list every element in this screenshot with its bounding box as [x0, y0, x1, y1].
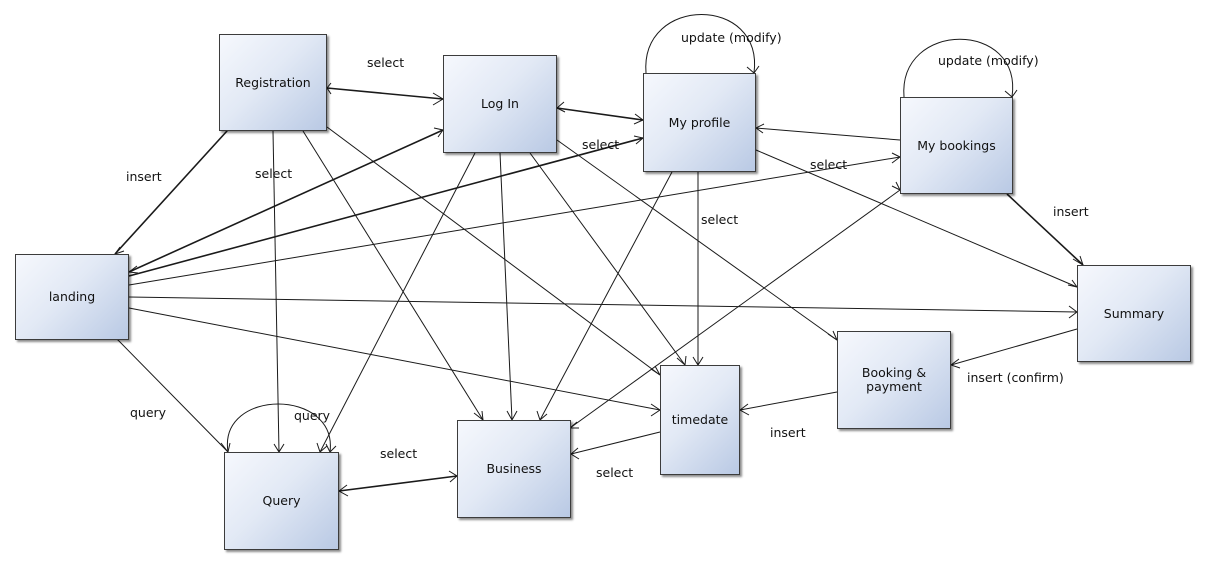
connector-landing-summary — [128, 296, 1078, 313]
connector-landing-bookings — [128, 156, 901, 286]
connector-landing-profile — [128, 137, 644, 277]
relationship-label: select — [367, 55, 405, 70]
self-loop-profile — [645, 14, 755, 74]
connector-landing-query — [117, 339, 229, 453]
connector-summary-booking — [950, 328, 1078, 366]
entity-label: Registration — [235, 74, 311, 90]
connector-booking-timedate — [739, 391, 838, 411]
relationship-label: insert — [770, 425, 806, 440]
entity-label: Summary — [1103, 305, 1165, 321]
relationship-label: insert — [1053, 204, 1089, 219]
connector-registration-login — [326, 87, 444, 100]
entity-login[interactable]: Log In — [443, 55, 557, 153]
relationship-label: query — [130, 405, 167, 420]
connector-registration-query — [272, 130, 280, 453]
entity-label: timedate — [671, 412, 729, 427]
entity-label: Query — [262, 493, 301, 508]
relationship-label: insert (confirm) — [967, 370, 1064, 385]
connector-profile-bookings — [755, 127, 901, 141]
entity-my-profile[interactable]: My profile — [643, 73, 756, 172]
self-loop-query — [227, 403, 331, 453]
connector-login-query — [319, 152, 476, 453]
relationship-label: select — [810, 157, 848, 172]
relationship-label: select — [596, 465, 634, 480]
relationship-label: select — [701, 212, 739, 227]
connector-landing-timedate — [128, 307, 661, 411]
connector-landing-login — [128, 129, 444, 273]
connector-registration-business — [302, 130, 484, 421]
entity-label: landing — [48, 289, 96, 304]
connector-bookings-summary — [1006, 193, 1084, 266]
connector-login-booking — [556, 139, 838, 341]
connector-bookings-business — [569, 189, 901, 429]
entity-landing[interactable]: landing — [15, 254, 129, 340]
relationship-label: select — [582, 137, 620, 152]
connector-registration-timedate — [326, 126, 661, 376]
entity-business[interactable]: Business — [457, 420, 571, 518]
relationship-label: select — [380, 446, 418, 461]
self-loop-bookings — [903, 38, 1014, 98]
relationship-label: update (modify) — [681, 30, 782, 45]
entity-label: Booking & payment — [861, 365, 927, 394]
entity-label: Business — [486, 461, 542, 476]
entity-label: Log In — [481, 96, 519, 111]
entity-label: My profile — [668, 114, 731, 130]
relationship-label: select — [255, 166, 293, 181]
relationship-label: insert — [126, 169, 162, 184]
relationship-label: query — [294, 408, 331, 423]
connector-login-profile — [556, 107, 644, 121]
entity-my-bookings[interactable]: My bookings — [900, 97, 1013, 194]
relationship-label: update (modify) — [938, 53, 1039, 68]
connector-login-timedate — [529, 152, 686, 366]
entity-registration[interactable]: Registration — [219, 34, 327, 131]
connector-timedate-business — [570, 431, 661, 455]
connector-query-business — [338, 475, 458, 492]
connector-profile-summary — [755, 149, 1078, 288]
connector-profile-business — [539, 171, 673, 421]
entity-query[interactable]: Query — [224, 452, 339, 550]
entity-booking-payment[interactable]: Booking & payment — [837, 331, 951, 429]
entity-summary[interactable]: Summary — [1077, 265, 1191, 362]
connector-login-business — [499, 152, 513, 421]
connector-landing-registration — [114, 130, 228, 255]
entity-timedate[interactable]: timedate — [660, 365, 740, 475]
entity-label: My bookings — [917, 137, 996, 153]
